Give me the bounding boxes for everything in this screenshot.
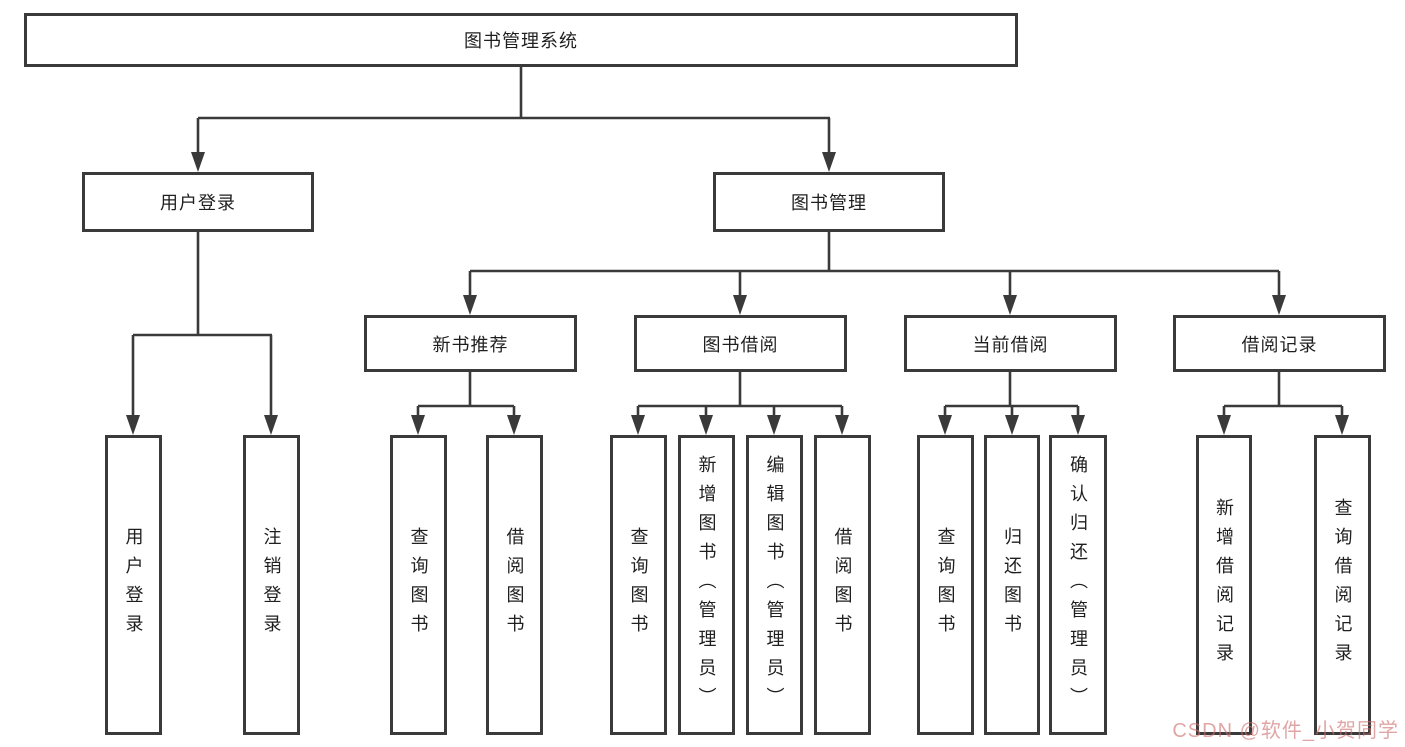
leaf-edit-book-admin: 编辑图书（管理员） [746, 435, 803, 735]
node-label: 查询图书 [408, 527, 429, 643]
leaf-confirm-return-admin: 确认归还（管理员） [1049, 435, 1107, 735]
node-label: 编辑图书（管理员） [764, 454, 785, 716]
node-label: 归还图书 [1002, 527, 1022, 643]
node-label: 图书管理系统 [464, 31, 578, 51]
node-label: 借阅记录 [1241, 334, 1318, 355]
leaf-borrow-book-recommend: 借阅图书 [486, 435, 543, 735]
node-label: 图书管理 [791, 193, 867, 213]
node-label: 查询图书 [628, 527, 649, 643]
node-book-management: 图书管理 [713, 172, 945, 232]
node-user-login: 用户登录 [82, 172, 314, 232]
node-label: 新书推荐 [432, 334, 509, 355]
leaf-add-borrow-record: 新增借阅记录 [1196, 435, 1252, 735]
node-current-borrow: 当前借阅 [904, 315, 1117, 372]
leaf-logout: 注销登录 [243, 435, 300, 735]
node-label: 用户登录 [123, 527, 144, 643]
node-book-borrow: 图书借阅 [634, 315, 847, 372]
arrowheads [126, 152, 1349, 435]
node-library-management-system: 图书管理系统 [24, 13, 1018, 67]
node-borrow-records: 借阅记录 [1173, 315, 1386, 372]
leaf-return-book: 归还图书 [984, 435, 1040, 735]
node-label: 图书借阅 [702, 334, 779, 355]
node-label: 新增借阅记录 [1214, 498, 1234, 672]
node-label: 查询借阅记录 [1332, 498, 1353, 672]
leaf-borrow-book: 借阅图书 [814, 435, 871, 735]
node-label: 借阅图书 [504, 527, 525, 643]
node-label: 用户登录 [160, 193, 236, 213]
node-label: 借阅图书 [832, 527, 853, 643]
leaf-query-book-recommend: 查询图书 [390, 435, 447, 735]
leaf-query-book-current: 查询图书 [917, 435, 974, 735]
leaf-add-book-admin: 新增图书（管理员） [678, 435, 735, 735]
node-label: 确认归还（管理员） [1068, 454, 1088, 716]
node-label: 当前借阅 [972, 334, 1049, 355]
node-label: 注销登录 [261, 527, 282, 643]
leaf-query-book-borrow: 查询图书 [610, 435, 667, 735]
leaf-query-borrow-record: 查询借阅记录 [1314, 435, 1371, 735]
leaf-user-login: 用户登录 [105, 435, 162, 735]
node-new-book-recommend: 新书推荐 [364, 315, 577, 372]
node-label: 查询图书 [935, 527, 956, 643]
node-label: 新增图书（管理员） [696, 454, 717, 716]
